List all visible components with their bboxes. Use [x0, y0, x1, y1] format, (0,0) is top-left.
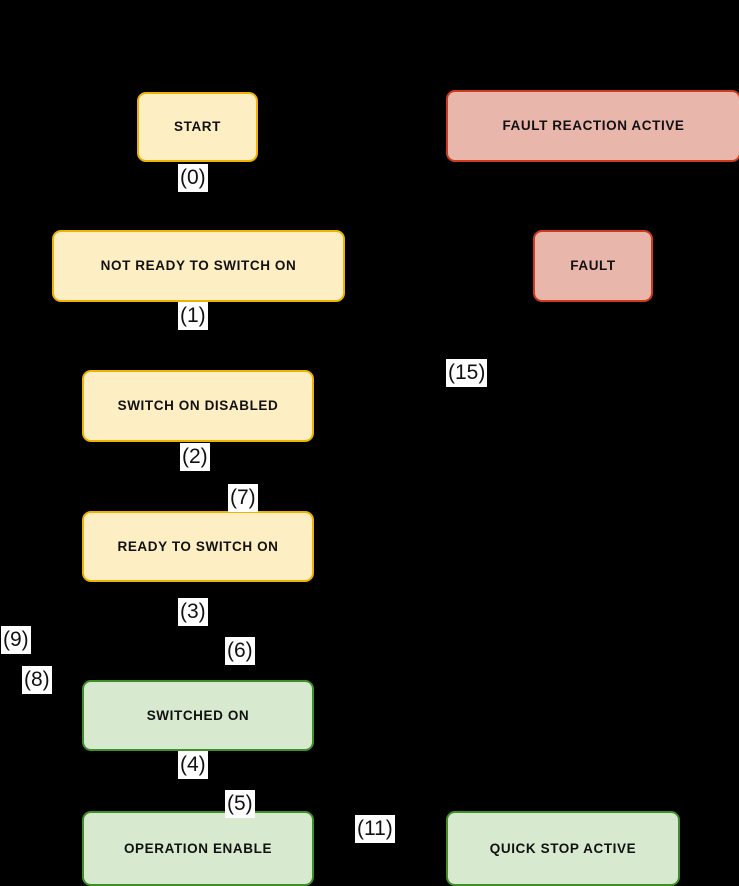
state-node-operation-enable[interactable]: OPERATION ENABLE: [82, 811, 314, 886]
state-node-switched-on[interactable]: SWITCHED ON: [82, 680, 314, 751]
transition-label-9: (9): [1, 626, 31, 654]
state-node-label: READY TO SWITCH ON: [117, 538, 279, 554]
transition-label-5: (5): [225, 790, 255, 818]
state-node-label: SWITCH ON DISABLED: [117, 398, 279, 414]
state-node-not-ready-to-switch-on[interactable]: NOT READY TO SWITCH ON: [52, 230, 345, 302]
transition-label-3: (3): [178, 598, 208, 626]
transition-label-11: (11): [355, 815, 395, 843]
state-node-label: OPERATION ENABLE: [123, 840, 273, 856]
state-node-switch-on-disabled[interactable]: SWITCH ON DISABLED: [82, 370, 314, 442]
state-node-label: QUICK STOP ACTIVE: [489, 840, 637, 856]
transition-label-15: (15): [446, 359, 488, 387]
state-node-quick-stop-active[interactable]: QUICK STOP ACTIVE: [446, 811, 680, 886]
state-node-ready-to-switch-on[interactable]: READY TO SWITCH ON: [82, 511, 314, 582]
state-node-start[interactable]: START: [137, 92, 258, 162]
state-node-label: FAULT: [570, 258, 616, 274]
transition-label-2: (2): [180, 443, 210, 471]
state-node-label: FAULT REACTION ACTIVE: [502, 118, 685, 134]
state-node-label: NOT READY TO SWITCH ON: [100, 258, 297, 274]
state-node-fault[interactable]: FAULT: [533, 230, 653, 302]
transition-label-7: (7): [228, 484, 258, 512]
transition-label-0: (0): [178, 164, 208, 192]
state-node-label: START: [174, 119, 221, 135]
state-node-fault-reaction-active[interactable]: FAULT REACTION ACTIVE: [446, 90, 739, 162]
transition-label-8: (8): [22, 666, 52, 694]
transition-label-1: (1): [178, 302, 208, 330]
transition-label-6: (6): [225, 637, 255, 665]
state-node-label: SWITCHED ON: [146, 707, 250, 723]
transition-label-4: (4): [178, 751, 208, 779]
